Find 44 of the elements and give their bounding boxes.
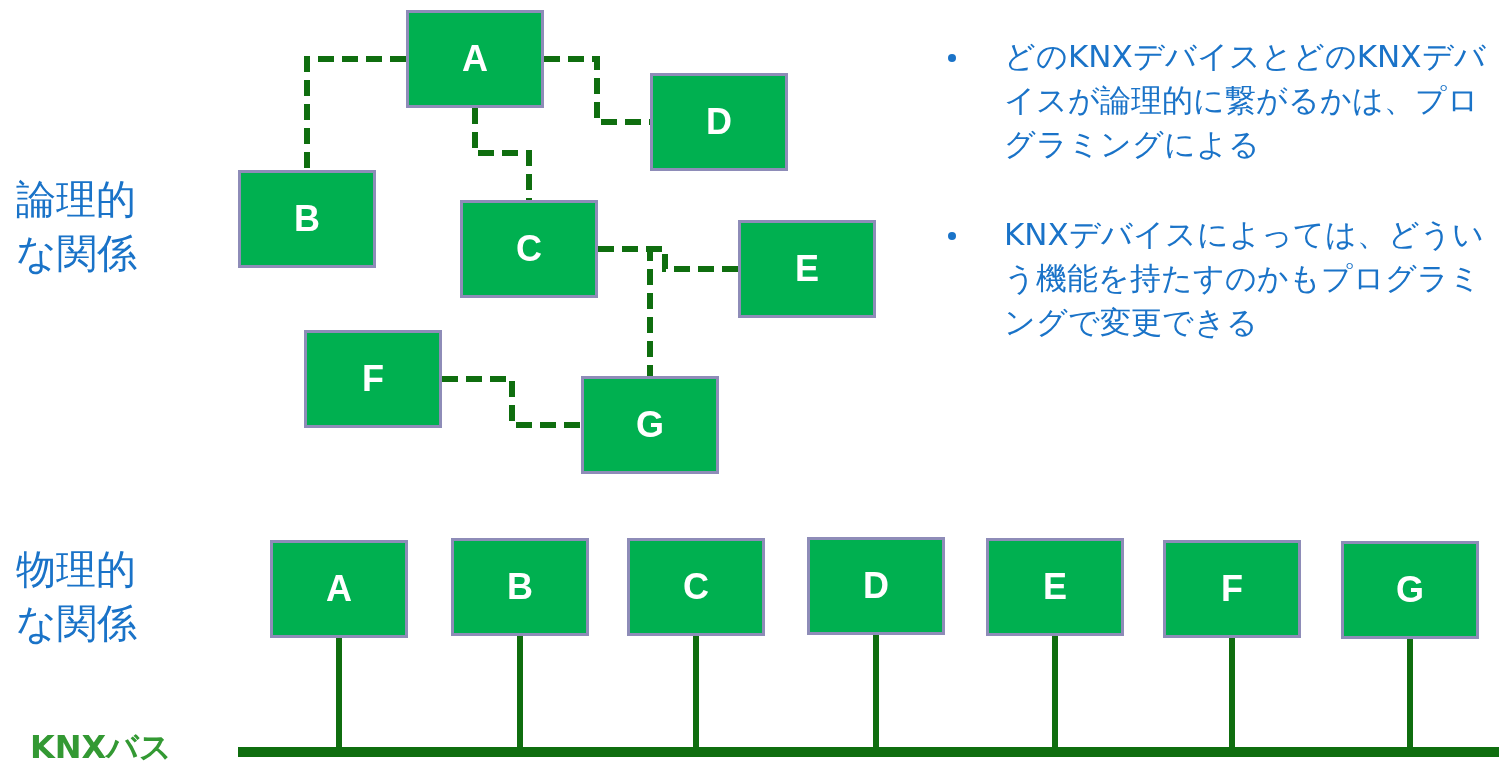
dashed-connector bbox=[442, 376, 581, 428]
drop-line bbox=[1052, 636, 1058, 747]
device-label: A bbox=[462, 38, 488, 80]
device-label: A bbox=[326, 568, 352, 610]
device-label: E bbox=[1043, 566, 1067, 608]
device-label: D bbox=[706, 101, 732, 143]
bullet-text: KNXデバイスによっては、どういう機能を持たすのかもプログラミングで変更できる bbox=[1004, 215, 1485, 342]
device-label: B bbox=[294, 198, 320, 240]
device-box bbox=[738, 220, 876, 318]
bullet-text: どのKNXデバイスとどのKNXデバイスが論理的に繋がるかは、プログラミングによる bbox=[1004, 37, 1487, 164]
drop-line bbox=[1229, 638, 1235, 747]
device-label: B bbox=[507, 566, 533, 608]
device-box bbox=[650, 73, 788, 171]
device-label: E bbox=[795, 248, 819, 290]
device-label: C bbox=[683, 566, 709, 608]
section-label: 論理的な関係 bbox=[16, 175, 138, 278]
device-box bbox=[406, 10, 544, 108]
device-box bbox=[627, 538, 765, 636]
device-box bbox=[238, 170, 376, 268]
bus-label: KNXバス bbox=[30, 727, 173, 766]
drop-line bbox=[1407, 639, 1413, 747]
device-box bbox=[304, 330, 442, 428]
device-box bbox=[1341, 541, 1479, 639]
device-label: D bbox=[863, 565, 889, 607]
dashed-connector bbox=[472, 108, 532, 200]
device-box bbox=[581, 376, 719, 474]
drop-line bbox=[336, 638, 342, 747]
dashed-connector bbox=[304, 56, 406, 170]
device-box bbox=[460, 200, 598, 298]
device-label: G bbox=[636, 404, 664, 446]
device-label: G bbox=[1396, 569, 1424, 611]
device-box bbox=[807, 537, 945, 635]
drop-line bbox=[873, 635, 879, 747]
device-box bbox=[986, 538, 1124, 636]
dashed-connector bbox=[598, 246, 653, 376]
device-box bbox=[1163, 540, 1301, 638]
device-label: F bbox=[362, 358, 384, 400]
drop-line bbox=[517, 636, 523, 747]
device-box bbox=[270, 540, 408, 638]
drop-line bbox=[693, 636, 699, 747]
section-label: 物理的な関係 bbox=[16, 545, 138, 648]
device-label: F bbox=[1221, 568, 1243, 610]
device-box bbox=[451, 538, 589, 636]
device-label: C bbox=[516, 228, 542, 270]
